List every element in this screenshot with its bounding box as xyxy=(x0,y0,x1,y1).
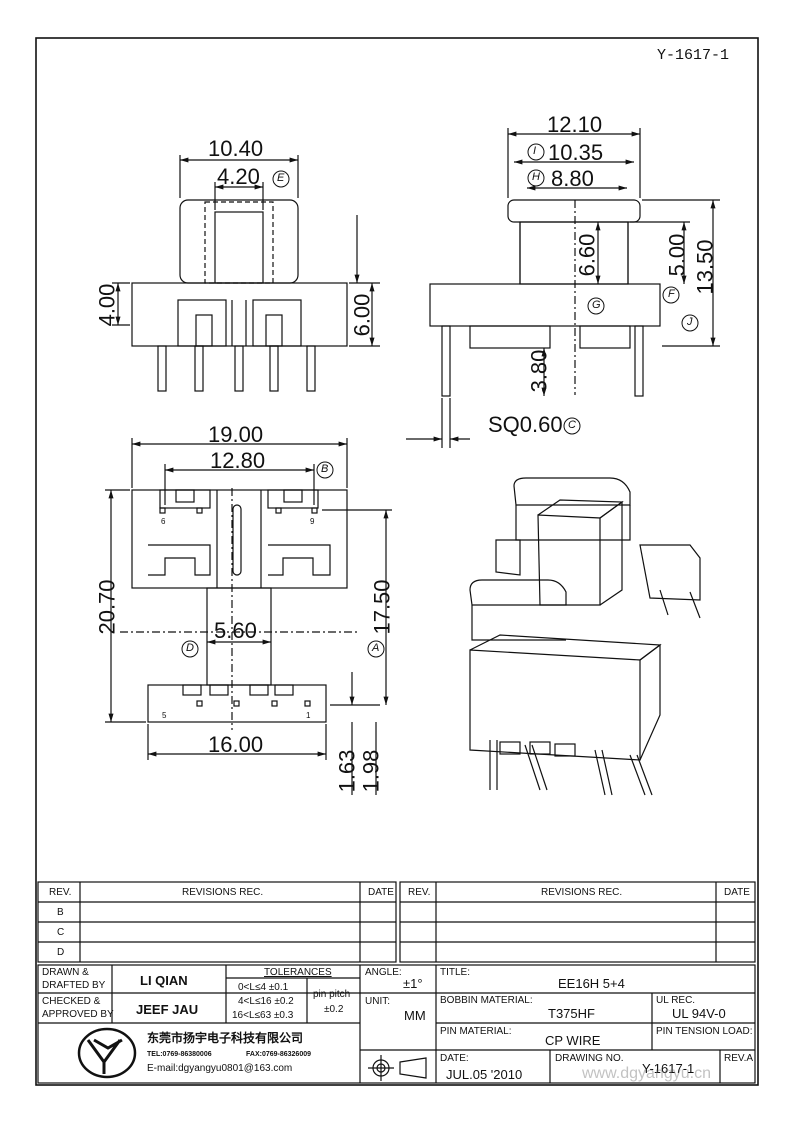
side-view xyxy=(406,128,720,448)
drawn-label-2: DRAFTED BY xyxy=(42,980,106,991)
bobbin-material-value: T375HF xyxy=(548,1006,595,1021)
callout-a: A xyxy=(372,642,380,654)
dim-12-80: 12.80 xyxy=(210,448,266,473)
rev-row-c: C xyxy=(57,927,65,938)
dim-12-10: 12.10 xyxy=(547,112,603,137)
dim-4-00: 4.00 xyxy=(94,283,120,327)
dim-10-40: 10.40 xyxy=(208,136,264,161)
callout-e-circle xyxy=(272,170,290,188)
angle-label: ANGLE: xyxy=(365,967,402,978)
watermark: www.dgyangyu.cn xyxy=(582,1065,711,1082)
callout-c: C xyxy=(568,419,576,431)
pin-tension-label: PIN TENSION LOAD: xyxy=(656,1026,753,1037)
rev-rec-header-right: REVISIONS REC. xyxy=(541,887,623,898)
title-value: EE16H 5+4 xyxy=(558,976,625,991)
checked-name: JEEF JAU xyxy=(136,1002,199,1017)
callout-g-circle xyxy=(587,297,605,315)
unit-value: MM xyxy=(404,1008,426,1023)
drawn-label-1: DRAWN & xyxy=(42,967,89,978)
dim-sq-0-60: SQ0.60 xyxy=(488,412,563,437)
checked-label-1: CHECKED & xyxy=(42,996,101,1007)
callout-d-circle xyxy=(181,640,199,658)
tolerance-row-1: 0<L≤4 ±0.1 xyxy=(238,982,289,993)
dim-16-00: 16.00 xyxy=(208,732,264,757)
dim-5-00: 5.00 xyxy=(664,233,690,277)
rev-header-right: REV. xyxy=(408,887,431,898)
tolerance-row-2: 4<L≤16 ±0.2 xyxy=(238,996,294,1007)
rev-header-left: REV. xyxy=(49,887,72,898)
company-fax: FAX:0769-86326009 xyxy=(246,1051,311,1058)
pin-9: 9 xyxy=(310,517,315,526)
tolerance-row-3: 16<L≤63 ±0.3 xyxy=(232,1010,294,1021)
callout-j: J xyxy=(687,316,693,328)
date-value: JUL.05 '2010 xyxy=(446,1067,523,1082)
unit-label: UNIT: xyxy=(365,996,390,1007)
callout-f: F xyxy=(668,288,675,300)
front-view xyxy=(112,155,380,392)
callout-a-circle xyxy=(367,640,385,658)
pin-5: 5 xyxy=(162,711,167,720)
ul-rec-value: UL 94V-0 xyxy=(672,1006,726,1021)
dim-3-80: 3.80 xyxy=(526,349,552,393)
dim-20-70: 20.70 xyxy=(94,579,120,635)
tolerances-label: TOLERANCES xyxy=(264,967,332,978)
pin-material-value: CP WIRE xyxy=(545,1033,601,1048)
dim-4-20: 4.20 xyxy=(217,164,260,189)
pin-material-label: PIN MATERIAL: xyxy=(440,1026,512,1037)
callout-i: I xyxy=(533,145,537,157)
company-tel: TEL:0769-86380006 xyxy=(147,1051,212,1058)
callout-d: D xyxy=(186,642,194,654)
dim-10-35: 10.35 xyxy=(548,140,604,165)
company-name-cn: 东莞市扬宇电子科技有限公司 xyxy=(147,1031,304,1045)
rev-rec-header-left: REVISIONS REC. xyxy=(182,887,264,898)
callout-b: B xyxy=(321,463,329,475)
isometric-view xyxy=(469,477,701,796)
pin-6: 6 xyxy=(161,517,166,526)
dim-5-60: 5.60 xyxy=(214,618,257,643)
pin-1: 1 xyxy=(306,711,311,720)
pin-pitch-label: pin pitch xyxy=(313,989,351,1000)
callout-b-circle xyxy=(316,461,334,479)
rev-date-header-left: DATE xyxy=(368,887,394,898)
callout-i-circle xyxy=(527,143,545,161)
dim-1-63: 1.63 xyxy=(334,749,360,793)
dim-8-80: 8.80 xyxy=(551,166,594,191)
callout-c-circle xyxy=(563,417,581,435)
callout-e: E xyxy=(277,172,285,184)
dim-19-00: 19.00 xyxy=(208,422,264,447)
ul-rec-label: UL REC. xyxy=(656,995,696,1006)
drawn-name: LI QIAN xyxy=(140,973,188,988)
checked-label-2: APPROVED BY xyxy=(42,1009,114,1020)
dim-6-60: 6.60 xyxy=(574,233,600,277)
company-email: E-mail:dgyangyu0801@163.com xyxy=(147,1063,293,1074)
title-label: TITLE: xyxy=(440,967,471,978)
callout-g: G xyxy=(592,299,601,311)
drawing-no-label: DRAWING NO. xyxy=(555,1053,624,1064)
pin-pitch-value: ±0.2 xyxy=(324,1004,344,1015)
drawing-no-value: Y-1617-1 xyxy=(642,1061,695,1076)
rev-a-label: REV.A xyxy=(724,1053,754,1064)
revisions-table xyxy=(37,881,756,963)
callout-h-circle xyxy=(527,169,545,187)
bottom-view xyxy=(105,438,392,795)
rev-date-header-right: DATE xyxy=(724,887,750,898)
callout-j-circle xyxy=(681,314,699,332)
company-logo-icon xyxy=(77,1027,137,1079)
rev-row-b: B xyxy=(57,907,64,918)
dim-6-00: 6.00 xyxy=(349,293,375,337)
bobbin-material-label: BOBBIN MATERIAL: xyxy=(440,995,533,1006)
dim-1-98: 1.98 xyxy=(358,749,384,793)
dim-13-50: 13.50 xyxy=(692,239,718,295)
title-block xyxy=(37,964,756,1084)
rev-row-d: D xyxy=(57,947,65,958)
callout-h: H xyxy=(532,171,540,183)
dim-17-50: 17.50 xyxy=(369,579,395,635)
date-label: DATE: xyxy=(440,1053,469,1064)
sheet-border xyxy=(35,37,759,1086)
drawing-code: Y-1617-1 xyxy=(657,47,730,64)
angle-value: ±1° xyxy=(403,976,423,991)
callout-f-circle xyxy=(662,286,680,304)
